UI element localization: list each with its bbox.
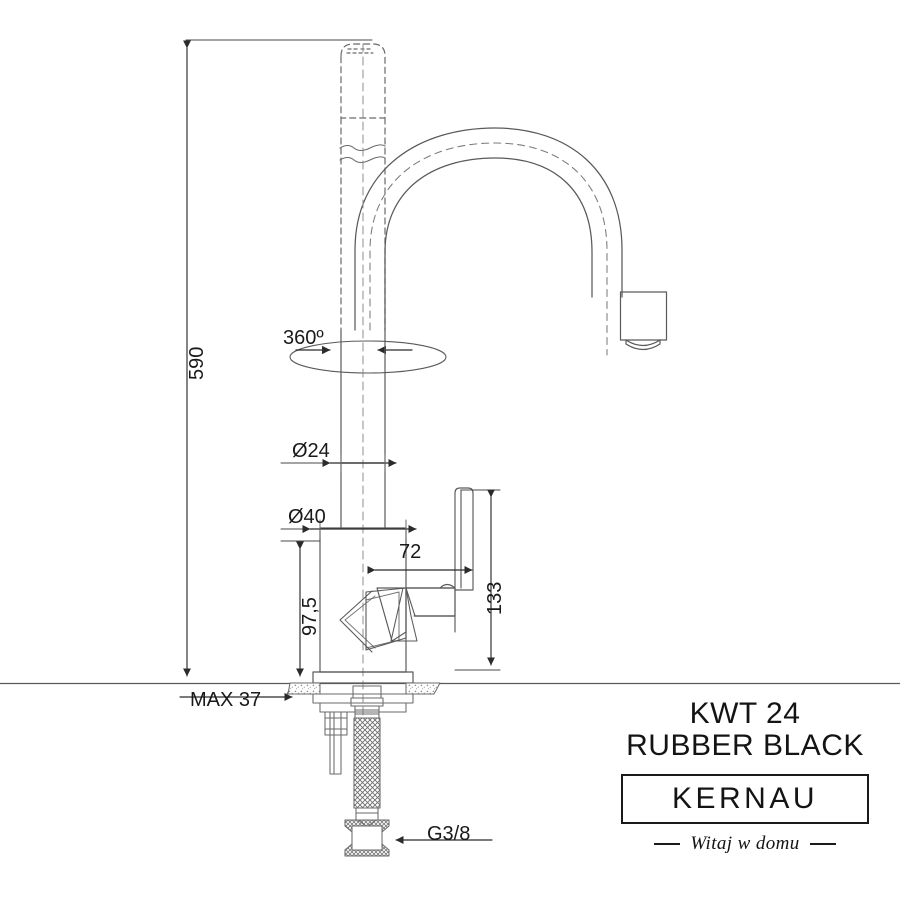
spout-aerator <box>619 291 668 351</box>
dim-label-spout-diameter: Ø24 <box>292 440 330 462</box>
kernau-wordmark: KERNAU <box>671 781 819 815</box>
dim-label-handle-height: 133 <box>484 581 506 615</box>
spout-centerline <box>369 142 608 356</box>
tagline-rule-right <box>809 843 836 845</box>
g38-connector <box>344 819 390 857</box>
dim-label-rotation: 360º <box>283 327 324 349</box>
dim-body-height <box>280 540 321 677</box>
lever-handle <box>339 487 474 653</box>
tagline-row: Witaj w domu <box>600 833 890 855</box>
dim-label-overall-height: 590 <box>186 346 208 380</box>
dim-label-max-countertop: MAX 37 <box>190 689 262 711</box>
spout-gooseneck <box>354 127 623 331</box>
mounting-hardware <box>312 685 414 775</box>
countertop-slab <box>286 682 441 695</box>
tagline-text: Witaj w domu <box>690 832 800 854</box>
dim-overall-height <box>182 39 373 677</box>
dim-label-body-height: 97,5 <box>299 597 321 636</box>
dim-label-handle-reach: 72 <box>399 541 422 563</box>
dim-label-body-diameter: Ø40 <box>288 506 326 528</box>
tagline-rule-left <box>654 843 681 845</box>
dim-spout-diameter <box>280 454 397 473</box>
rotation-indicator-360 <box>289 340 447 374</box>
dim-label-thread: G3/8 <box>427 823 471 845</box>
title-block: KWT 24 RUBBER BLACK KERNAU Witaj w domu <box>600 697 890 855</box>
model-name: KWT 24 <box>689 697 801 730</box>
dim-body-diameter <box>280 519 417 539</box>
braided-supply-hose <box>353 717 381 821</box>
dim-handle-height <box>454 489 501 671</box>
break-symbol <box>339 144 386 164</box>
kernau-logo-box: KERNAU <box>621 773 869 824</box>
model-variant: RUBBER BLACK <box>626 729 864 763</box>
